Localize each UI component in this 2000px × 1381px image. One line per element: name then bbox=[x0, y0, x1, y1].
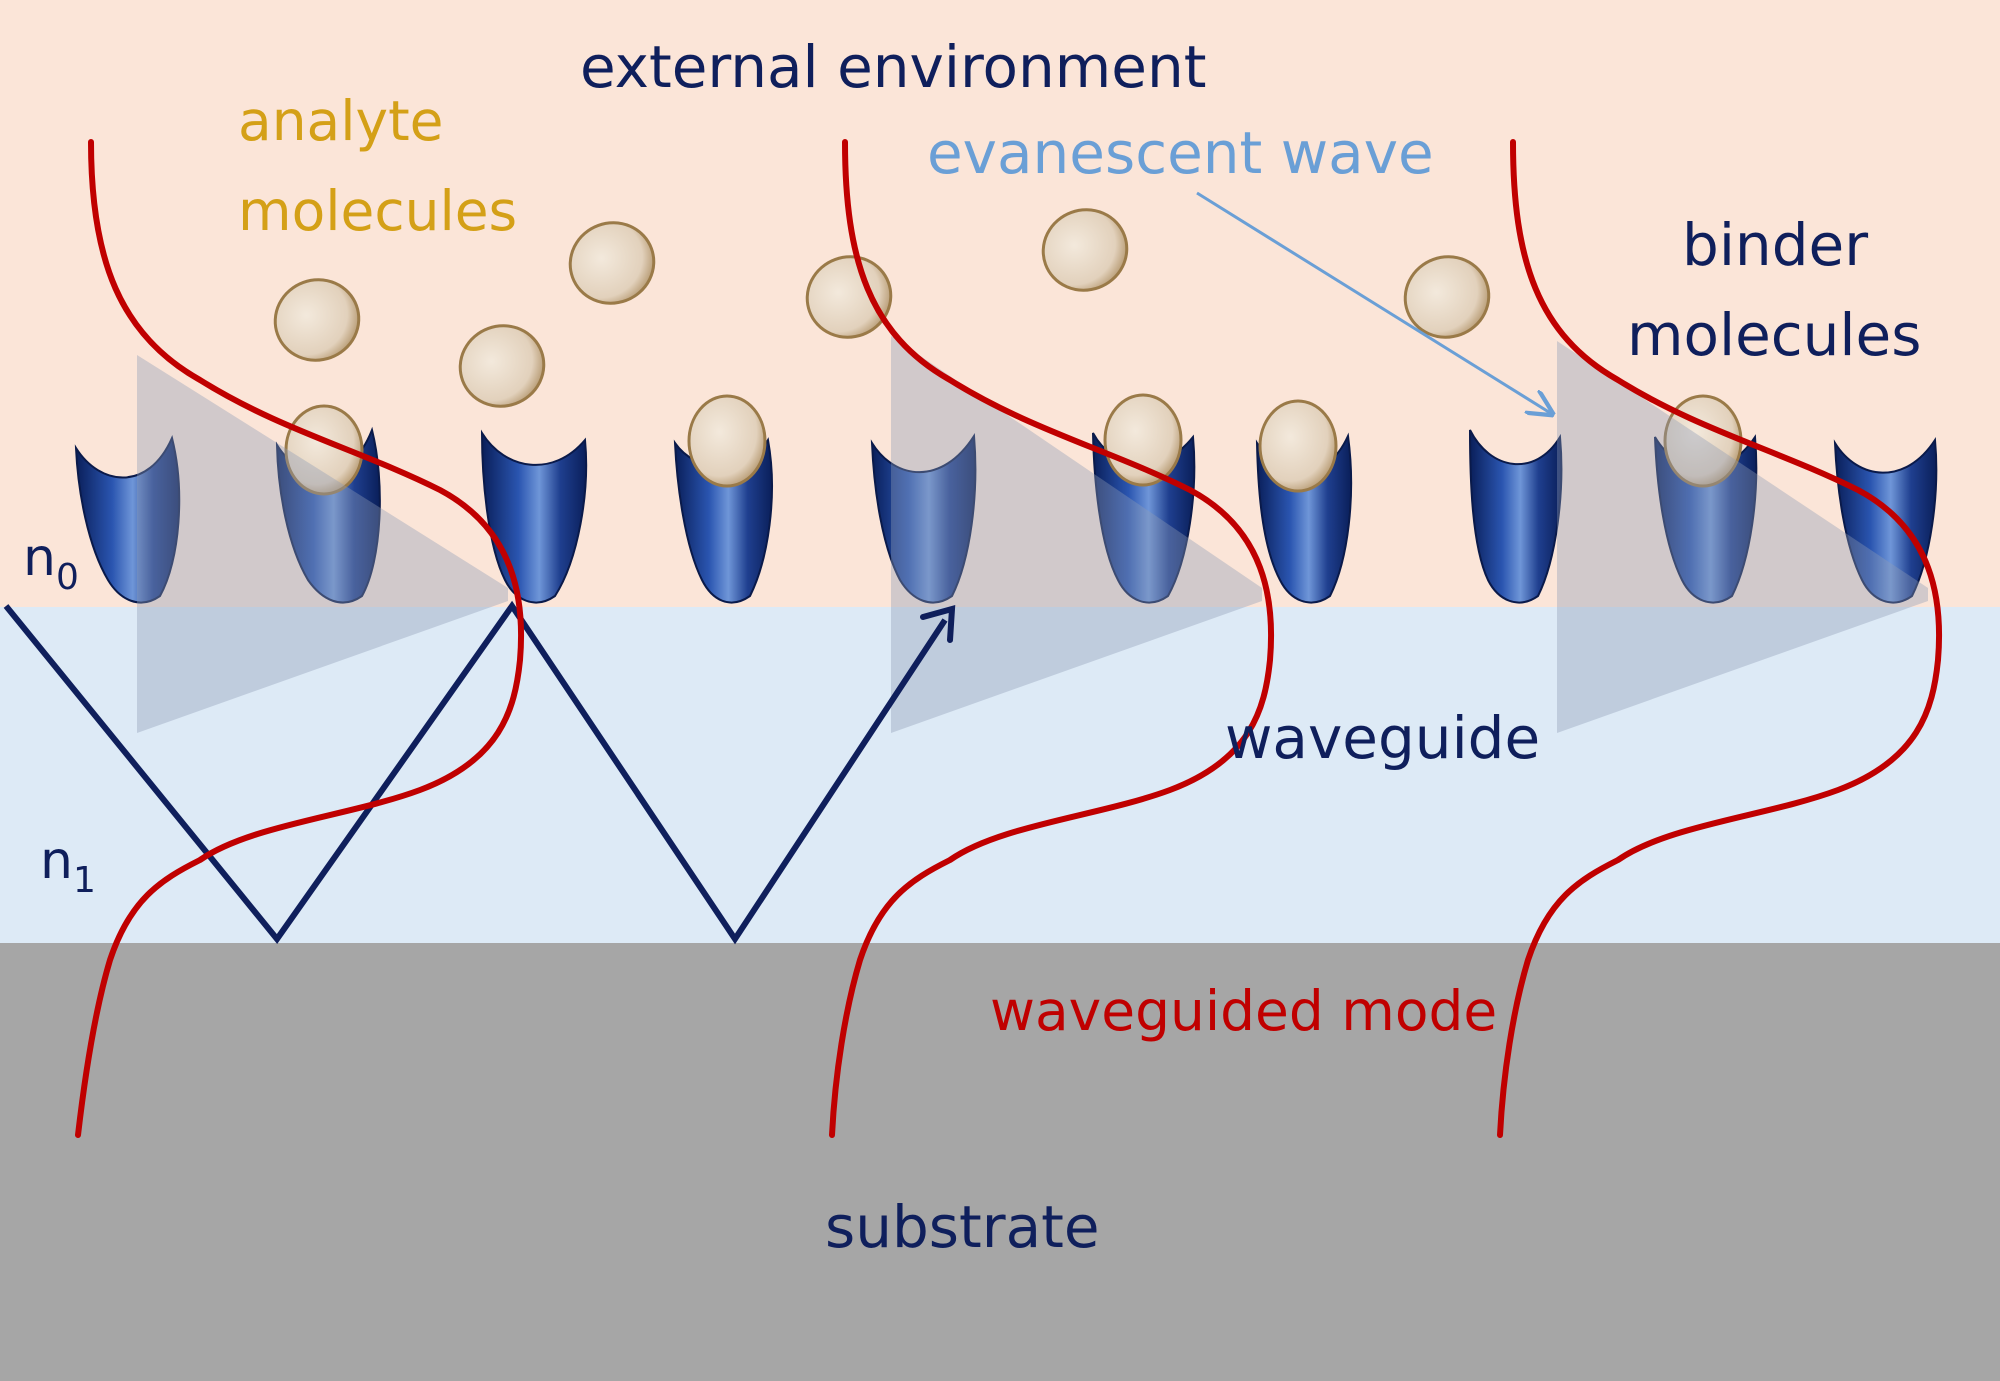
waveguided-mode-profiles bbox=[75, 139, 1943, 1138]
mode-profile bbox=[75, 139, 525, 1138]
n1-label-subscript: 1 bbox=[73, 860, 96, 901]
light-ray-path bbox=[3, 600, 948, 945]
analyte-molecule bbox=[273, 278, 361, 362]
waveguide-layer bbox=[0, 607, 2000, 943]
analyte-molecule bbox=[458, 324, 546, 408]
n1-label: n1 bbox=[40, 831, 96, 901]
waveguide-label: waveguide bbox=[1225, 704, 1540, 772]
free-analyte-molecules bbox=[273, 208, 1491, 408]
mode-profile bbox=[1497, 139, 1943, 1138]
binder-molecules-label-line2: molecules bbox=[1627, 301, 1921, 369]
analyte-molecule bbox=[1041, 208, 1129, 292]
evanescent-field-plane bbox=[137, 355, 508, 733]
analyte-molecule bbox=[1258, 399, 1338, 493]
analyte-molecule bbox=[805, 255, 893, 339]
n1-label-base: n bbox=[40, 831, 73, 891]
analyte-molecules-label-line1: analyte bbox=[238, 89, 444, 153]
substrate-layer bbox=[0, 943, 2000, 1381]
bound-analyte-molecules bbox=[284, 393, 1743, 496]
binder-molecule bbox=[1469, 429, 1563, 604]
n0-label-base: n bbox=[23, 528, 56, 588]
binder-molecule bbox=[74, 434, 181, 604]
binder-molecules-label-line1: binder bbox=[1682, 211, 1868, 279]
analyte-molecules-label-line2: molecules bbox=[238, 179, 517, 243]
external-environment-label: external environment bbox=[580, 33, 1206, 101]
mode-profile bbox=[829, 139, 1275, 1138]
evanescent-wave-label: evanescent wave bbox=[927, 119, 1434, 187]
analyte-molecule bbox=[568, 221, 656, 305]
n0-label-subscript: 0 bbox=[56, 557, 79, 598]
n0-label: n0 bbox=[23, 528, 79, 598]
binder-molecule bbox=[870, 432, 977, 604]
analyte-molecule bbox=[284, 404, 364, 496]
analyte-molecule bbox=[1403, 255, 1491, 339]
labels: external environment analyte molecules e… bbox=[23, 33, 1921, 1261]
waveguided-mode-label: waveguided mode bbox=[990, 979, 1497, 1043]
substrate-label: substrate bbox=[825, 1193, 1100, 1261]
evanescent-field-planes bbox=[137, 336, 1928, 733]
evanescent-field-plane bbox=[1557, 341, 1928, 733]
evanescent-field-plane bbox=[891, 336, 1262, 733]
light-ray-arrowhead bbox=[920, 604, 956, 643]
light-ray bbox=[3, 600, 956, 945]
analyte-molecule bbox=[687, 394, 767, 488]
binder-molecule bbox=[1833, 437, 1938, 604]
evanescent-wave-arrow bbox=[1196, 191, 1552, 414]
